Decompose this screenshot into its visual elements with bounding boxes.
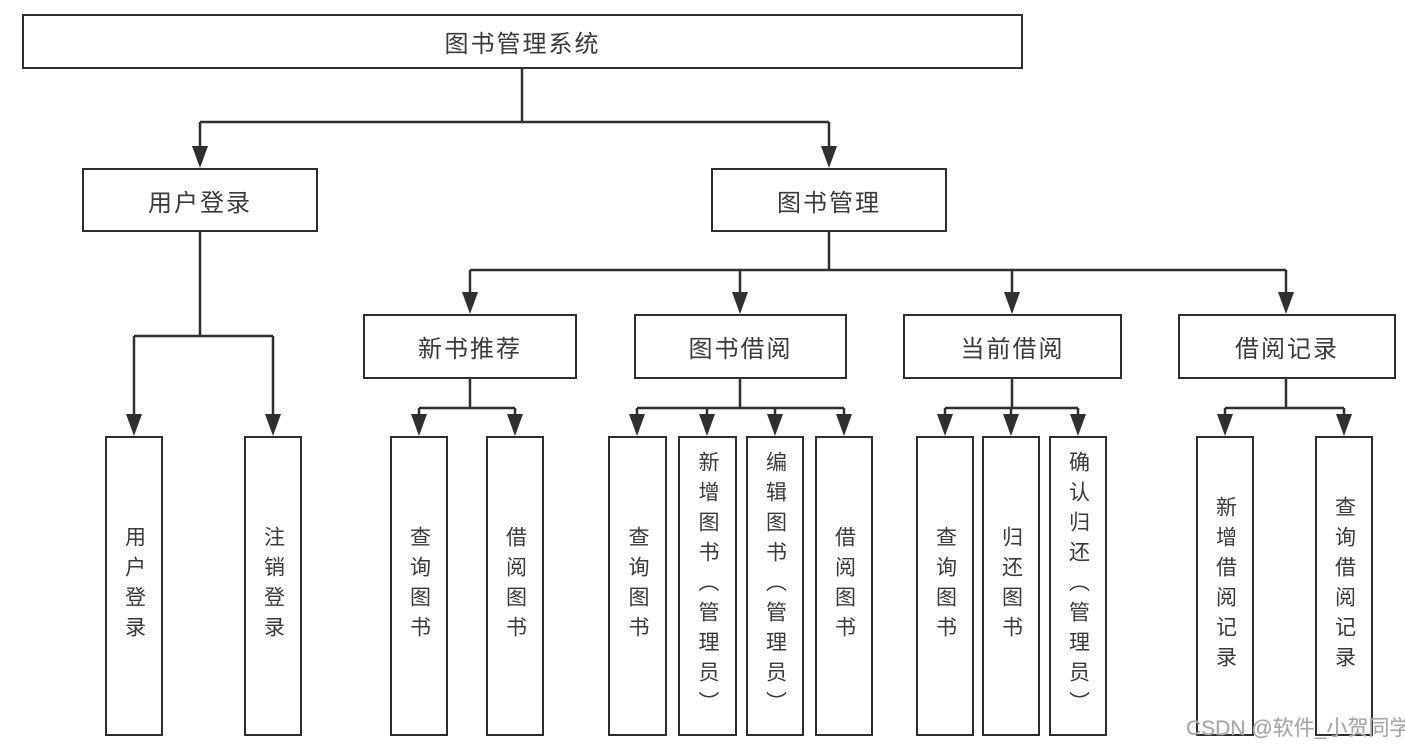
node-label: 查询图书 [626,526,649,646]
node-label: 新书推荐 [418,336,522,363]
node-borrowing-records: 借阅记录 [1178,314,1396,379]
node-label: 借阅图书 [832,526,856,646]
node-user-login: 用户登录 [82,168,318,232]
node-book-borrowing: 图书借阅 [634,314,847,379]
leaf-query-books-current: 查询图书 [916,436,974,736]
leaf-query-borrow-record: 查询借阅记录 [1315,436,1373,736]
node-label: 图书借阅 [688,336,793,363]
node-label: 查询借阅记录 [1332,496,1356,676]
leaf-borrow-books: 借阅图书 [815,436,873,736]
csdn-watermark: CSDN @软件_小贺同学 [1186,717,1405,740]
node-label: 编辑图书（管理员） [763,451,787,721]
node-label: 图书管理 [777,189,881,217]
leaf-add-books-admin: 新增图书（管理员） [678,436,737,736]
node-label: 新增借阅记录 [1213,496,1237,676]
node-current-borrowing: 当前借阅 [903,314,1122,379]
leaf-user-login: 用户登录 [105,436,163,736]
leaf-query-books-borrow: 查询图书 [608,436,667,736]
node-label: 确认归还（管理员） [1066,451,1090,721]
leaf-edit-books-admin: 编辑图书（管理员） [746,436,804,736]
leaf-confirm-return-admin: 确认归还（管理员） [1049,436,1107,736]
node-label: 当前借阅 [960,336,1065,363]
leaf-logout-login: 注销登录 [244,436,302,736]
node-new-book-recommendation: 新书推荐 [363,314,577,379]
node-label: 用户登录 [148,189,252,217]
leaf-return-books: 归还图书 [982,436,1040,736]
node-label: 借阅记录 [1235,336,1339,363]
node-label: 查询图书 [407,526,431,646]
leaf-query-books-recommend: 查询图书 [390,436,448,736]
node-book-management: 图书管理 [711,168,947,232]
node-label: 归还图书 [999,526,1023,646]
node-label: 注销登录 [261,526,285,646]
arrowheads [126,146,1352,436]
node-label: 新增图书（管理员） [696,451,719,721]
node-label: 查询图书 [933,526,957,646]
leaf-borrow-books-recommend: 借阅图书 [486,436,544,736]
node-library-management-system: 图书管理系统 [22,14,1023,69]
node-label: 借阅图书 [503,526,527,646]
node-label: 图书管理系统 [444,31,601,58]
leaf-add-borrow-record: 新增借阅记录 [1196,436,1254,736]
node-label: 用户登录 [122,526,146,646]
